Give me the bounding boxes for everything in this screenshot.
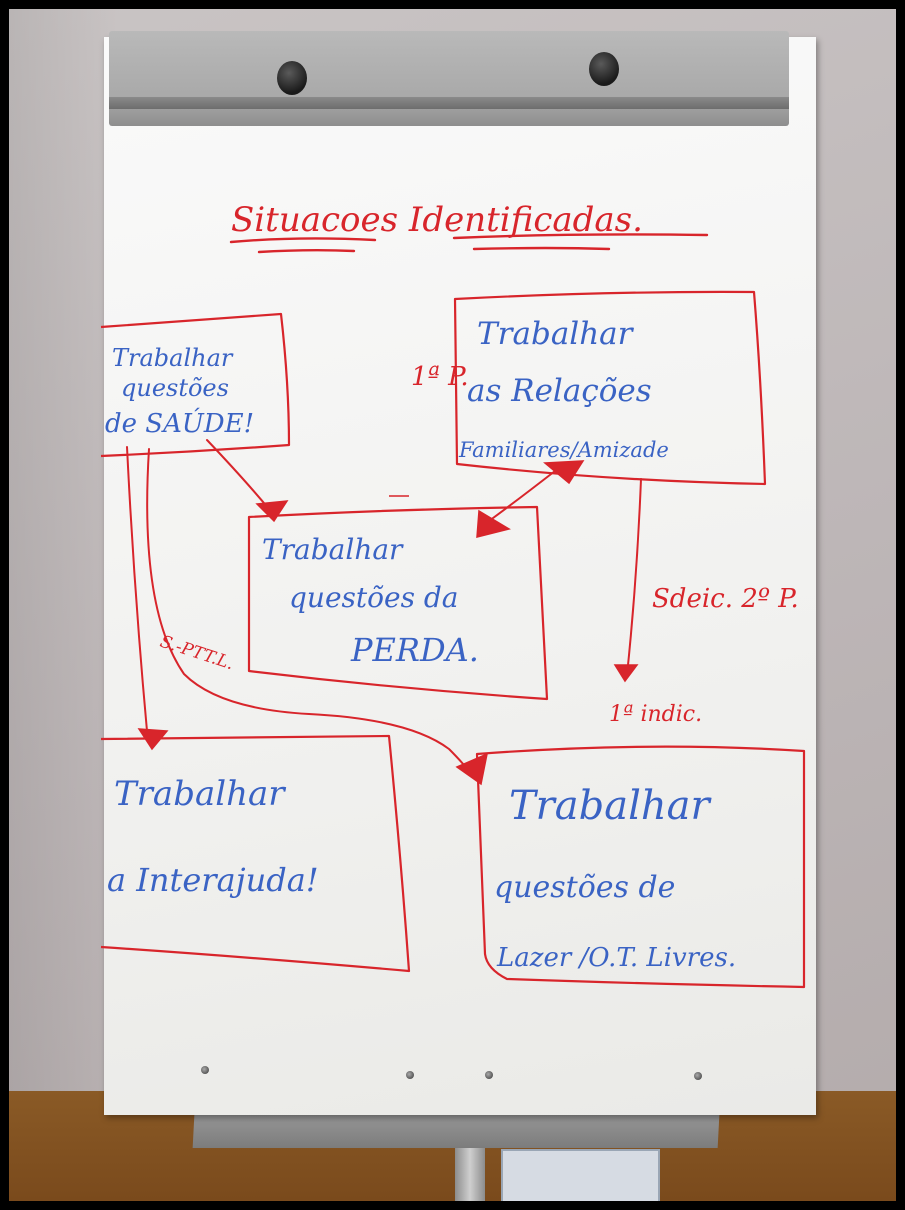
box-relacoes-outline xyxy=(453,290,767,486)
interajuda-line-1: Trabalhar xyxy=(114,774,286,814)
lazer-line-3: Lazer /O.T. Livres. xyxy=(496,943,736,973)
relacoes-line-3: Familiares/Amizade xyxy=(458,438,669,462)
knob-left xyxy=(277,61,307,95)
heading-underline-1 xyxy=(229,237,377,244)
photo-background: Situacoes Identificadas. Trabalhar quest… xyxy=(9,9,896,1201)
box-saude-outline xyxy=(100,312,291,458)
annotation-sessions-left: S.-PTT.L. xyxy=(157,632,236,675)
lazer-line-2: questões de xyxy=(494,870,675,905)
heading-text: Situacoes Identificadas. xyxy=(231,200,643,240)
annotation-sessions-right: Sdeic. 2º P. xyxy=(652,584,799,614)
screw-3 xyxy=(485,1071,493,1079)
wall-shadow xyxy=(9,9,119,1201)
box-lazer-outline xyxy=(475,745,806,989)
arrowhead-relacoes-down xyxy=(613,664,639,683)
arrowhead-interajuda xyxy=(137,728,169,751)
saude-line-1: Trabalhar xyxy=(112,344,234,372)
perda-line-3: PERDA. xyxy=(350,631,479,669)
arrow-saude-perda xyxy=(206,439,270,510)
perda-line-1: Trabalhar xyxy=(262,533,404,566)
saude-line-2: questões xyxy=(121,374,229,402)
screw-2 xyxy=(406,1071,414,1079)
heading-underline-3 xyxy=(452,233,709,240)
whiteboard xyxy=(104,37,816,1115)
marker-drawing: Situacoes Identificadas. Trabalhar quest… xyxy=(100,200,806,989)
annotation-first-indic: 1ª indic. xyxy=(609,702,702,727)
screw-4 xyxy=(694,1072,702,1080)
annotation-priority: 1ª P. xyxy=(411,362,469,392)
arrow-relacoes-lazer-line xyxy=(626,478,642,676)
arrow-relacoes-perda xyxy=(488,470,556,522)
heading-underline-4 xyxy=(472,246,611,251)
interajuda-line-2: a Interajuda! xyxy=(107,861,319,899)
saude-line-3: de SAÚDE! xyxy=(105,407,254,439)
relacoes-line-2: as Relações xyxy=(467,373,652,409)
box-interajuda-outline xyxy=(100,734,411,973)
paper-clamp-lip xyxy=(109,97,789,109)
perda-line-2: questões da xyxy=(289,581,458,614)
arrowhead-perda-right xyxy=(476,509,511,538)
arrowhead-relacoes xyxy=(543,460,585,485)
knob-right xyxy=(589,52,619,86)
relacoes-line-1: Trabalhar xyxy=(477,316,635,352)
box-under-stand xyxy=(501,1149,660,1201)
screw-1 xyxy=(201,1066,209,1074)
lazer-line-1: Trabalhar xyxy=(509,783,713,829)
arrowhead-lazer xyxy=(455,752,489,786)
arrowhead-perda-left xyxy=(255,500,289,523)
paper-clamp-bar xyxy=(109,31,789,126)
box-perda-outline xyxy=(247,505,549,701)
line-saude-lazer xyxy=(146,448,472,775)
line-saude-interajuda xyxy=(126,446,148,732)
heading-underline-2 xyxy=(257,249,356,254)
